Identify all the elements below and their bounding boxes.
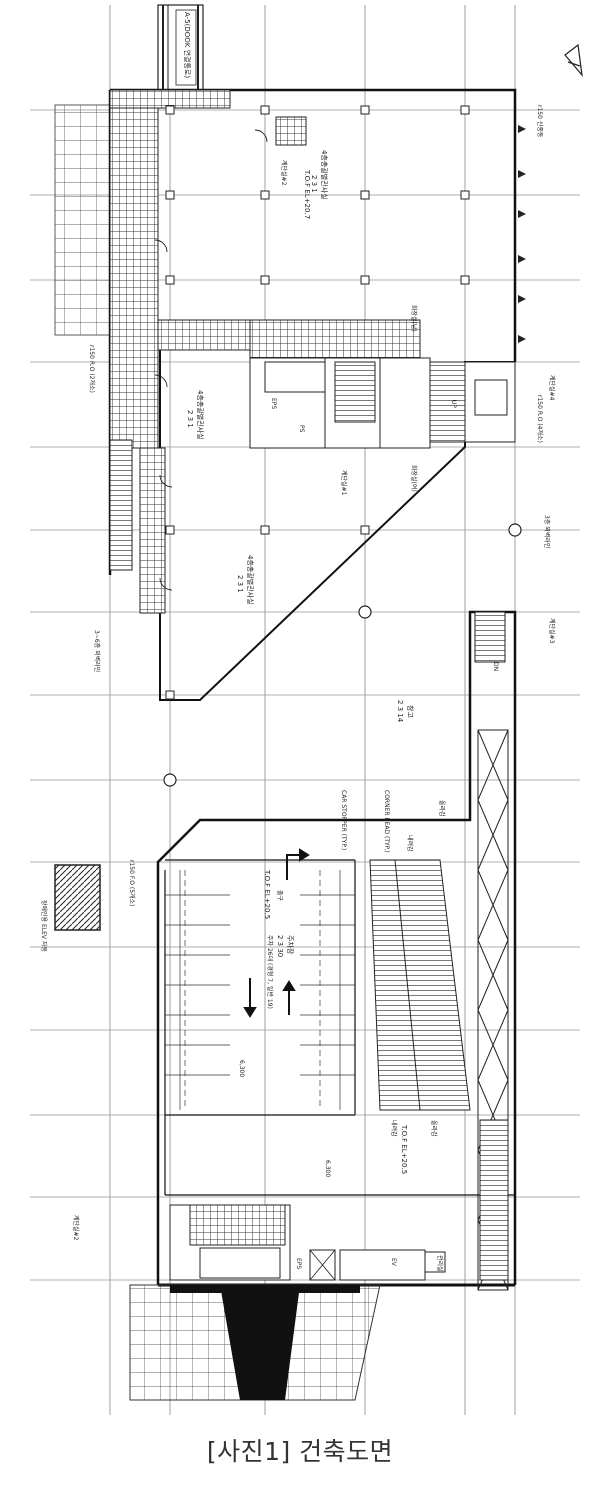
outer-line-label-left: 3~6층 외벽라인 xyxy=(93,630,101,672)
left-stair xyxy=(109,439,133,571)
toilet-f-label: 화장실(여) xyxy=(410,465,418,492)
left-curtain-grid xyxy=(54,104,111,336)
up-label: UP xyxy=(450,400,457,408)
storage-code: 2 3 14 xyxy=(396,700,404,723)
columns-upper xyxy=(165,105,470,700)
grid-lines-vertical xyxy=(109,5,516,1415)
tiled-corridor xyxy=(109,89,421,614)
corner-bead-label: CORNER BEAD (TYP.) xyxy=(383,790,390,853)
floor-level-upper: T.O.F EL+20.7 xyxy=(303,169,311,219)
bottom-core xyxy=(169,1204,446,1281)
exit-label: 출구 xyxy=(276,890,284,902)
parking-code: 2 3 30 xyxy=(276,935,284,957)
elevator-note: 장애인용 ELEV 자동 xyxy=(40,900,48,952)
stair-center-label: 계단실#1 xyxy=(340,470,348,496)
toilet-m-label: 화장실(남) xyxy=(410,305,418,332)
plan-labels: A-5(DOOK 연결통로) r150 신종동 4층총괄별관사실 2 3 1 T… xyxy=(40,12,556,1272)
ramp-up-label-2: 올라감 xyxy=(430,1120,438,1137)
ev-label: EV xyxy=(390,1258,397,1267)
ramp xyxy=(369,859,471,1111)
parking-stalls xyxy=(165,870,355,1110)
room-upper-office: 4층총괄별관사실 xyxy=(320,150,329,200)
stair-label-1: 계단실#2 xyxy=(280,160,288,186)
stair-right-lower-label: 계단실#3 xyxy=(548,618,556,644)
top-label: A-5(DOOK 연결통로) xyxy=(183,12,192,78)
room-bottom-right: 관리실 xyxy=(436,1255,444,1272)
room-lower-office-code: 2 3 1 xyxy=(236,575,244,593)
parking-label: 주차장 xyxy=(286,935,295,955)
x-braced-shaft xyxy=(477,729,509,1291)
lower-building xyxy=(156,610,517,1287)
room-mid-office-code: 2 3 1 xyxy=(186,410,194,428)
top-corridor xyxy=(157,4,204,91)
room-mid-office: 4층총괄별관사실 xyxy=(196,390,205,440)
mid-right-note: r150 R.O (4개소) xyxy=(536,395,544,443)
room-lower-office: 4층총괄별관사실 xyxy=(246,555,255,605)
ps-label: PS xyxy=(298,425,305,433)
stair-bottom-label: 계단실#2 xyxy=(72,1215,80,1241)
elevator-hatched xyxy=(54,864,101,931)
core-block xyxy=(249,357,516,449)
ramp-up-label: 올라감 xyxy=(438,800,446,817)
entry-canopy xyxy=(129,1284,381,1401)
outer-line-label: 3층 외벽라인 xyxy=(543,515,551,548)
car-stopper-label: CAR STOPPER (TYP.) xyxy=(340,790,347,850)
stair-right-label: 계단실#4 xyxy=(548,375,556,401)
right-stair xyxy=(474,611,506,663)
top-right-note: r150 신종동 xyxy=(536,105,544,138)
floor-level-parking: T.O.F EL+20.5 xyxy=(263,869,271,919)
direction-arrows xyxy=(243,848,310,1018)
parking-note: 주차 26대 (경형 7, 일반 19) xyxy=(266,935,274,1009)
storage-label: 창고 xyxy=(406,705,414,718)
room-upper-office-code: 2 3 1 xyxy=(310,175,318,193)
eps-bottom-label: EPS xyxy=(295,1258,302,1269)
lower-left-note: r150 F.O (5개소) xyxy=(128,860,136,906)
door-swings xyxy=(154,129,268,591)
mid-left-note: r150 R.O (2개소) xyxy=(88,345,96,393)
dimension-b: 6,300 xyxy=(324,1160,331,1177)
figure-caption: [사진1] 건축도면 xyxy=(206,1437,394,1466)
north-arrow-icon xyxy=(564,43,583,77)
eps-label: EPS xyxy=(270,398,277,409)
dn-label: DN xyxy=(492,662,499,671)
architectural-floor-plan: A-5(DOOK 연결통로) r150 신종동 4층총괄별관사실 2 3 1 T… xyxy=(30,4,583,1415)
floor-level-ramp: T.O.F EL+20.5 xyxy=(400,1124,408,1174)
ramp-down-label-2: 내려감 xyxy=(390,1120,398,1137)
dimension-a: 6,300 xyxy=(238,1060,245,1077)
ramp-down-label: 내려감 xyxy=(406,835,414,852)
wall-markers xyxy=(518,125,526,343)
round-columns xyxy=(163,523,522,787)
